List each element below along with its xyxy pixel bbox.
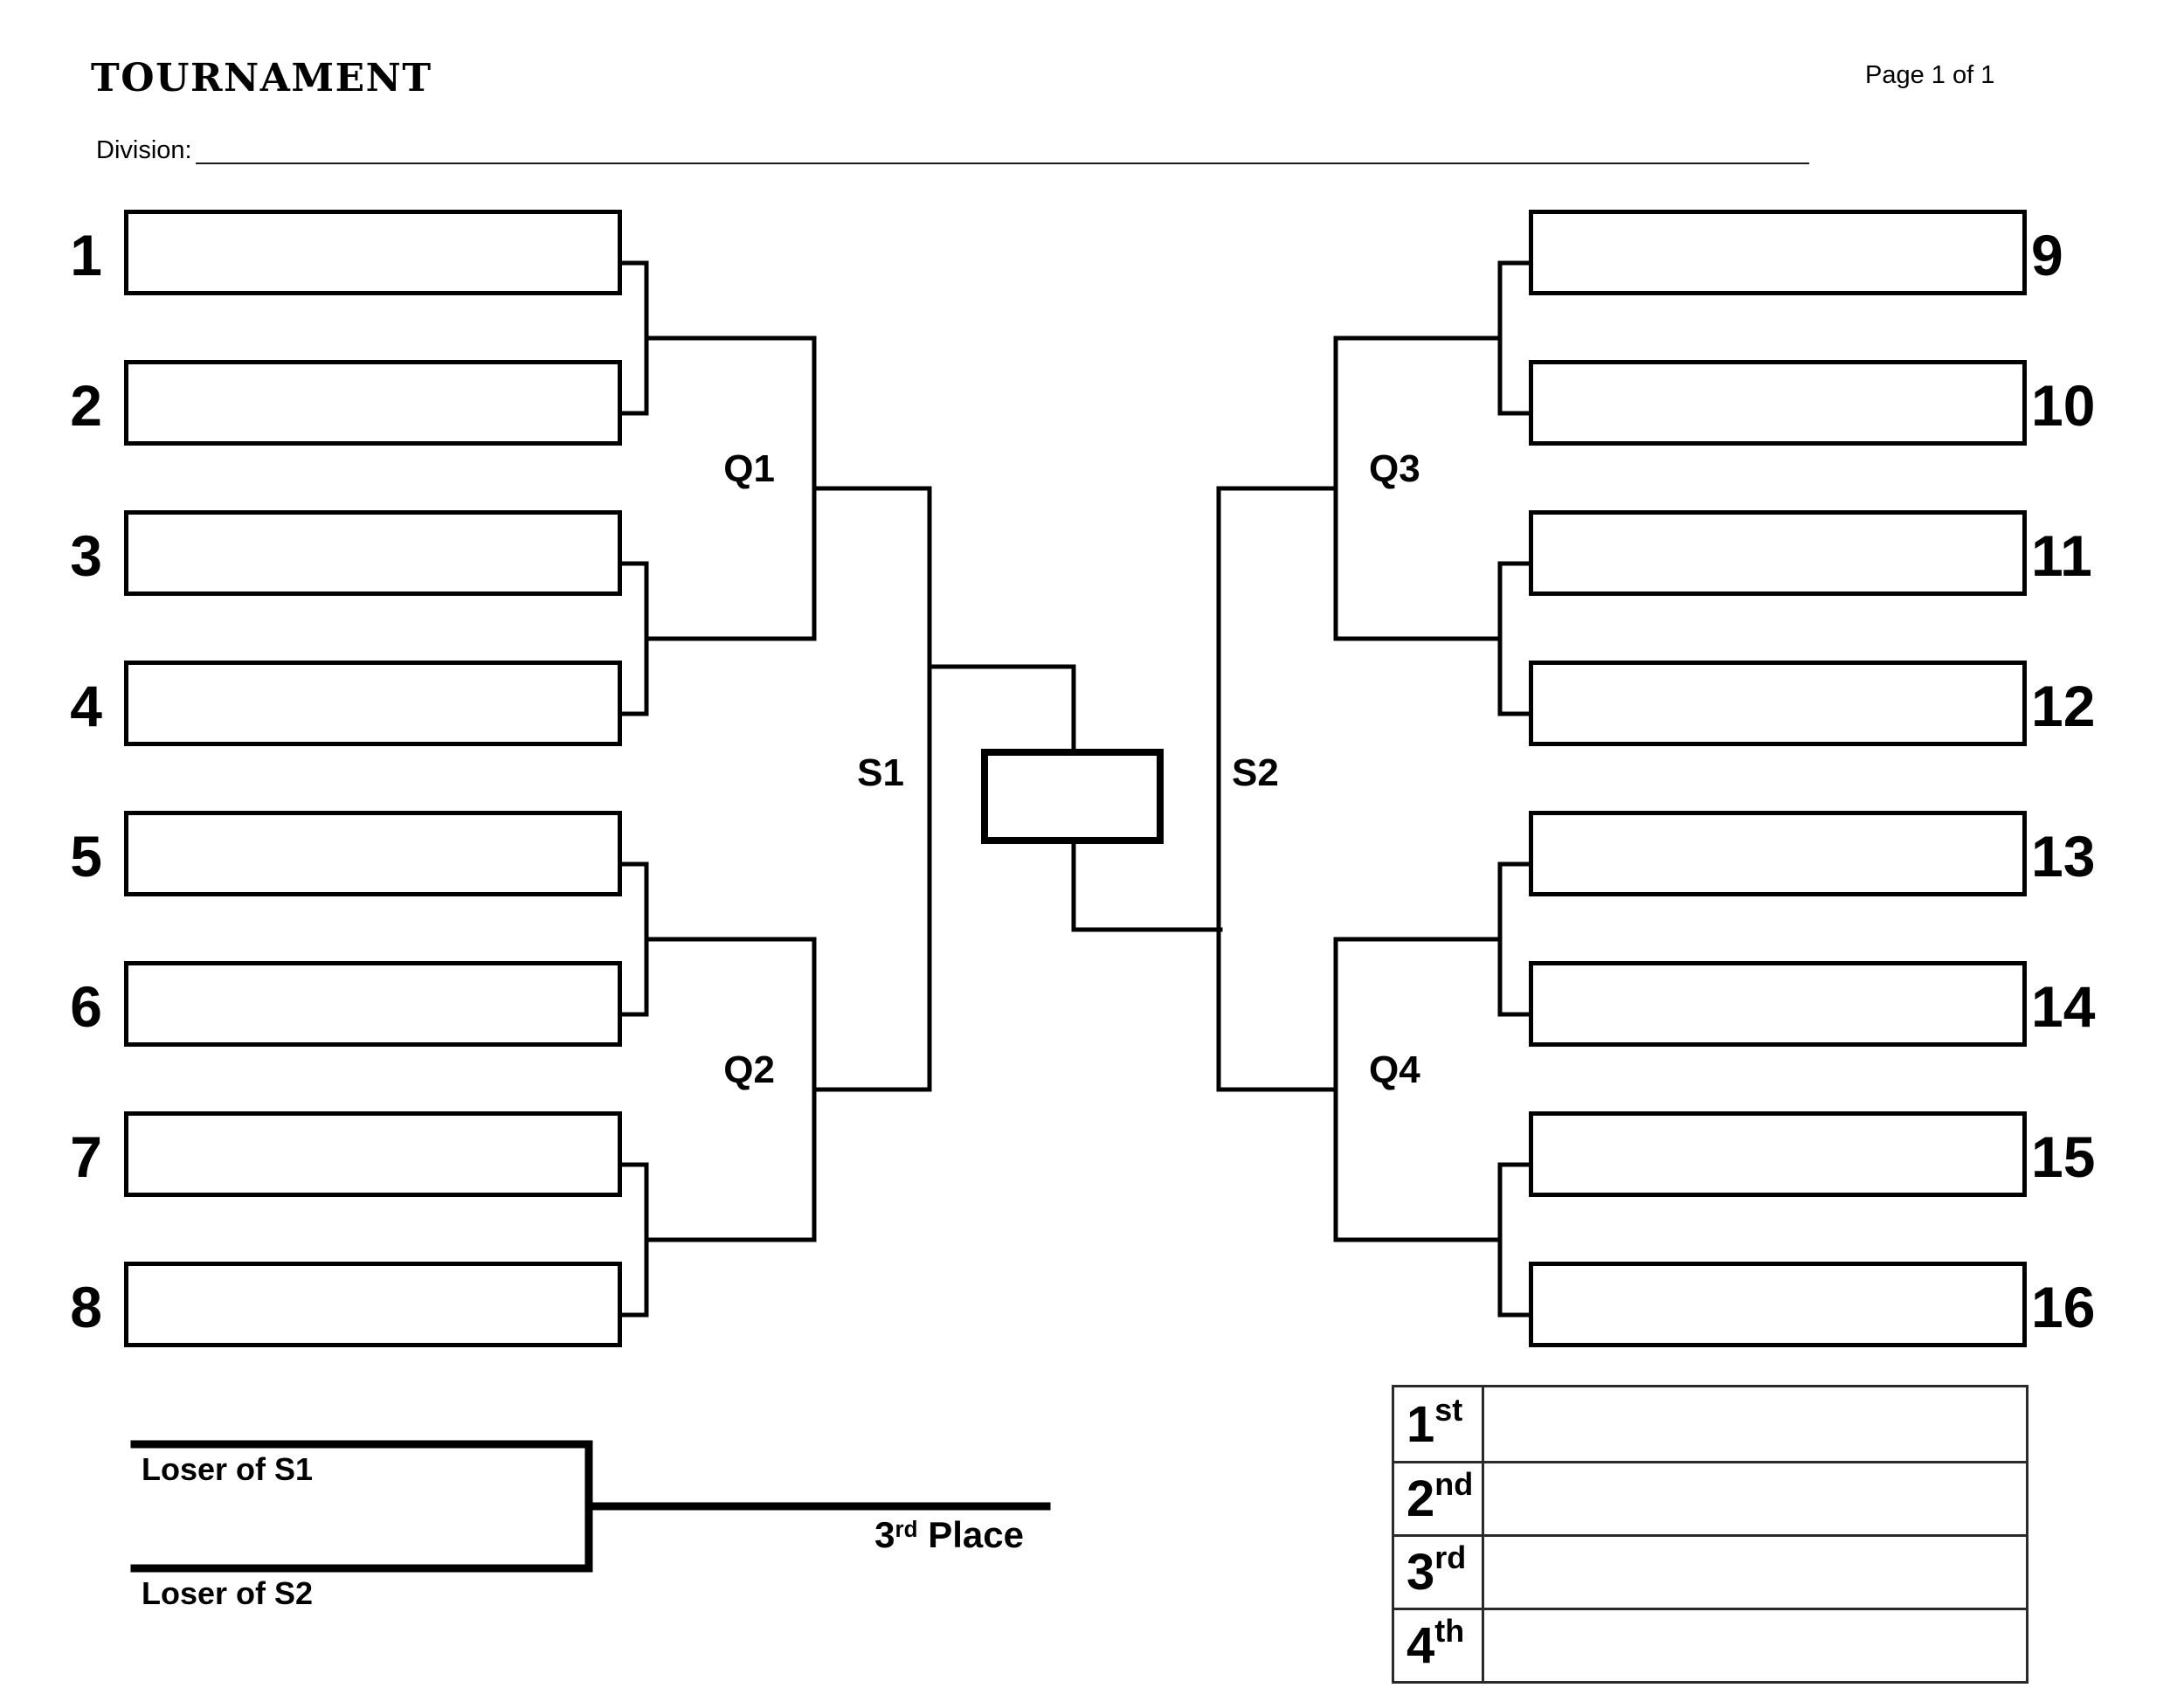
pair-connector-7-8 [616,1162,817,1318]
q3-junction-lines [1216,336,1338,641]
label-q4: Q4 [1369,1048,1420,1091]
team-slot-4[interactable] [124,661,622,746]
division-label: Division: [96,136,192,164]
third-place-number: 3 [874,1514,895,1555]
third-place-word: Place [928,1514,1024,1555]
q2-junction-lines [812,937,932,1242]
seed-number-11: 11 [2031,523,2092,588]
seed-number-10: 10 [2031,373,2096,438]
seed-number-1: 1 [70,223,102,287]
final-winner-slot[interactable] [981,749,1164,844]
page-title: TOURNAMENT [91,56,432,100]
rank-suffix: rd [1434,1539,1467,1576]
seed-number-13: 13 [2031,824,2096,889]
pair-connector-5-6 [616,861,817,1017]
team-slot-10[interactable] [1529,360,2027,446]
label-s2: S2 [1232,751,1279,794]
seed-number-16: 16 [2031,1275,2096,1339]
division-input-line[interactable] [196,163,1809,164]
seed-number-9: 9 [2031,223,2063,287]
rank-number: 4 [1406,1617,1435,1674]
team-slot-9[interactable] [1529,210,2027,295]
team-slot-16[interactable] [1529,1262,2027,1347]
pair-connector-9-10 [1333,260,1533,416]
team-slot-1[interactable] [124,210,622,295]
team-slot-2[interactable] [124,360,622,446]
seed-number-14: 14 [2031,974,2096,1039]
seed-number-3: 3 [70,523,102,588]
result-name-cell-1st[interactable] [1484,1387,2026,1461]
result-name-cell-3rd[interactable] [1484,1534,2026,1608]
rank-number: 3 [1406,1544,1435,1601]
pair-connector-11-12 [1333,561,1533,716]
seed-number-12: 12 [2031,674,2096,738]
seed-number-5: 5 [70,824,102,889]
pair-connector-15-16 [1333,1162,1533,1318]
pair-connector-13-14 [1333,861,1533,1017]
seed-number-4: 4 [70,674,102,738]
team-slot-13[interactable] [1529,811,2027,896]
q1-junction-lines [812,336,932,641]
seed-number-6: 6 [70,974,102,1039]
team-slot-8[interactable] [124,1262,622,1347]
pair-connector-1-2 [616,260,817,416]
rank-suffix: th [1434,1613,1465,1650]
page-number-label: Page 1 of 1 [1865,61,1995,89]
team-slot-7[interactable] [124,1111,622,1197]
label-q1: Q1 [723,447,775,490]
result-name-cell-4th[interactable] [1484,1608,2026,1681]
seed-number-8: 8 [70,1275,102,1339]
final-input-line [927,664,1076,757]
final-output-line [1071,836,1223,932]
loser-of-s2-label: Loser of S2 [142,1575,314,1611]
rank-suffix: st [1434,1391,1463,1428]
third-place-label: 3rd Place [743,1515,1024,1560]
seed-number-7: 7 [70,1124,102,1189]
rank-suffix: nd [1434,1466,1474,1503]
seed-number-2: 2 [70,373,102,438]
rank-number: 2 [1406,1470,1435,1527]
loser-of-s1-label: Loser of S1 [142,1451,314,1487]
team-slot-12[interactable] [1529,661,2027,746]
pair-connector-3-4 [616,561,817,716]
rank-number: 1 [1406,1395,1435,1453]
third-place-bracket-lines [130,1440,1051,1573]
label-q3: Q3 [1369,447,1420,490]
team-slot-3[interactable] [124,510,622,596]
q4-junction-lines [1216,937,1338,1242]
third-place-suffix: rd [895,1516,918,1543]
team-slot-15[interactable] [1529,1111,2027,1197]
label-q2: Q2 [723,1048,775,1091]
team-slot-5[interactable] [124,811,622,896]
team-slot-6[interactable] [124,961,622,1047]
label-s1: S1 [857,751,904,794]
seed-number-15: 15 [2031,1124,2096,1189]
result-name-cell-2nd[interactable] [1484,1461,2026,1534]
team-slot-11[interactable] [1529,510,2027,596]
team-slot-14[interactable] [1529,961,2027,1047]
